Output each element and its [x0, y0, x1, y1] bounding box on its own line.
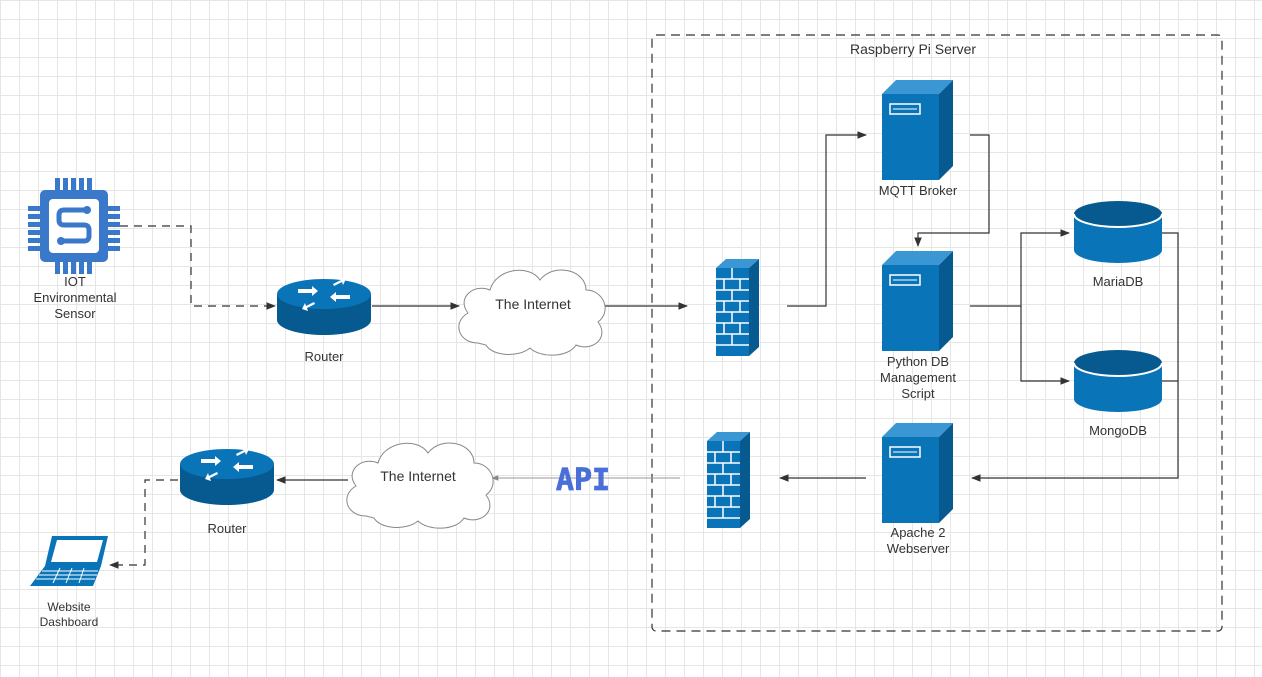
router-icon[interactable] [180, 447, 274, 505]
internet-bottom-label: The Internet [380, 468, 456, 484]
website-label-line1: Website [47, 600, 91, 614]
edge-sensor-to-router[interactable] [120, 225, 276, 310]
firewall-icon[interactable] [716, 259, 759, 356]
cloud-icon[interactable] [458, 269, 606, 356]
edge-python-to-mongodb[interactable] [1020, 306, 1070, 385]
python-script-label-line1: Python DB [886, 354, 950, 369]
iot-sensor-label-line2: Environmental [33, 290, 117, 305]
group-title: Raspberry Pi Server [850, 41, 977, 57]
chip-icon[interactable] [25, 178, 120, 274]
website-label-line2: Dashboard [39, 615, 99, 629]
iot-sensor-label-line3: Sensor [54, 306, 96, 321]
router-icon[interactable] [277, 277, 371, 335]
apache-label-line2: Webserver [886, 541, 950, 556]
server-icon[interactable] [882, 251, 953, 351]
laptop-icon[interactable] [30, 536, 108, 586]
server-icon[interactable] [882, 80, 953, 180]
database-icon[interactable] [1073, 201, 1163, 263]
internet-top-label: The Internet [495, 296, 571, 312]
cloud-icon[interactable] [346, 442, 494, 529]
router-bottom-label: Router [207, 521, 247, 536]
mongodb-label: MongoDB [1089, 423, 1147, 438]
firewall-icon[interactable] [707, 432, 750, 528]
edge-mariadb-to-apache[interactable] [971, 232, 1179, 482]
raspberry-pi-server-group[interactable] [651, 34, 1223, 632]
edge-mqtt-to-python[interactable] [914, 134, 990, 247]
database-icon[interactable] [1073, 350, 1163, 412]
apache-label: Apache 2 Webserver [858, 525, 978, 557]
iot-sensor-label: IOT Environmental Sensor [20, 274, 130, 322]
edge-router-to-website[interactable] [109, 479, 178, 569]
python-script-label-line2: Management [880, 370, 956, 385]
mqtt-broker-label: MQTT Broker [878, 183, 958, 198]
apache-label-line1: Apache 2 [890, 525, 946, 540]
python-script-label: Python DB Management Script [858, 354, 978, 402]
router-top-label: Router [304, 349, 344, 364]
iot-sensor-label-line1: IOT [64, 274, 86, 289]
python-script-label-line3: Script [901, 386, 935, 401]
website-label: Website Dashboard [19, 600, 119, 630]
mariadb-label: MariaDB [1092, 274, 1144, 289]
edge-firewall-to-mqtt[interactable] [787, 131, 867, 307]
server-icon[interactable] [882, 423, 953, 523]
api-label: API [556, 463, 610, 498]
edge-python-to-mariadb[interactable] [970, 229, 1070, 307]
